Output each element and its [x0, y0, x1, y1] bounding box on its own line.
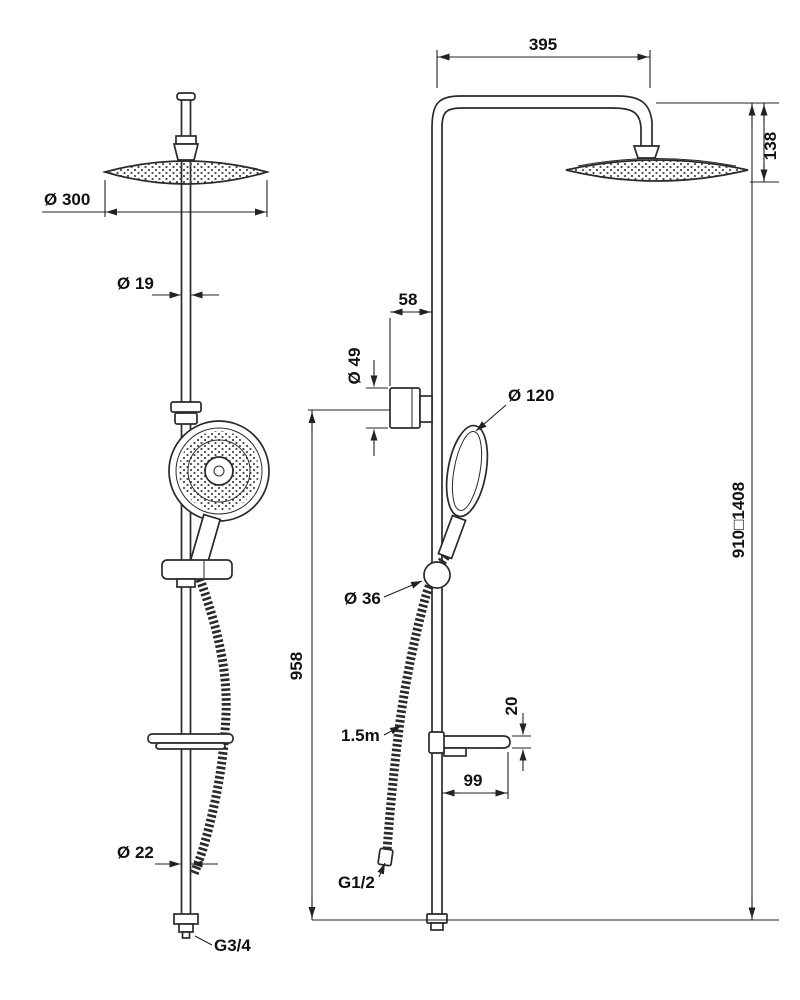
slider-bracket-front [161, 559, 233, 588]
soap-shelf-side [428, 731, 511, 757]
dim-shelf-depth-label: 99 [464, 771, 483, 790]
dim-hose-length-label: 1.5m [341, 726, 380, 745]
shower-hose-front [189, 577, 231, 876]
dim-head-drop-label: 138 [761, 132, 780, 160]
dim-rail-height: 958 [287, 409, 390, 920]
dim-valve-diameter: Ø 49 [345, 348, 388, 456]
dim-hand-shower-diameter-label: Ø 120 [508, 386, 554, 405]
dim-valve-diameter-label: Ø 49 [345, 348, 364, 385]
dim-valve-offset: 58 [389, 290, 432, 386]
dim-hose-thread: G1/2 [338, 862, 386, 892]
dim-inlet-diameter: Ø 22 [117, 843, 218, 868]
bottom-fitting-side [426, 913, 448, 931]
dim-head-drop: 138 [656, 102, 780, 183]
hand-shower-side [437, 424, 489, 560]
dim-shelf-thickness: 20 [502, 697, 531, 771]
dim-total-height-range: 910□1408 [312, 103, 779, 921]
hand-shower-handle-front [189, 513, 222, 566]
riser-pipe-side [431, 95, 653, 914]
dim-bottom-thread-label: G3/4 [214, 936, 251, 955]
dim-head-diameter: Ø 300 [42, 180, 268, 217]
dim-shelf-thickness-label: 20 [502, 697, 521, 716]
dim-slider-diameter: Ø 36 [344, 580, 423, 608]
soap-shelf-front [147, 733, 234, 750]
head-connector-front [172, 135, 200, 161]
bottom-fitting-front [173, 913, 199, 939]
dim-rail-height-label: 958 [287, 652, 306, 680]
overhead-shower-front [101, 160, 271, 185]
dimensions: Ø 300 Ø 19 Ø 22 G3/4 395 [42, 35, 780, 955]
hand-shower-handle-side [437, 514, 467, 560]
overhead-shower-side [565, 158, 749, 182]
hose-end-connector-side [377, 847, 394, 867]
slider-knob-side [423, 561, 451, 589]
dim-bottom-thread: G3/4 [194, 935, 251, 955]
diverter-valve-side [389, 387, 433, 429]
dim-total-height-range-label: 910□1408 [729, 482, 748, 558]
front-view [101, 92, 271, 939]
dim-hose-length: 1.5m [341, 725, 402, 745]
dim-hand-shower-diameter: Ø 120 [475, 386, 554, 432]
head-connector-side [632, 145, 661, 159]
dim-pipe-diameter: Ø 19 [117, 274, 219, 299]
dim-top-width-label: 395 [529, 35, 557, 54]
dim-valve-offset-label: 58 [399, 290, 418, 309]
hand-shower-front [168, 420, 270, 566]
dim-hose-thread-label: G1/2 [338, 873, 375, 892]
shower-hose-side [382, 553, 450, 852]
hand-shower-mount-front [170, 401, 202, 425]
dim-inlet-diameter-label: Ø 22 [117, 843, 154, 862]
side-view [377, 95, 749, 931]
dim-slider-diameter-label: Ø 36 [344, 589, 381, 608]
dim-head-diameter-label: Ø 300 [44, 190, 90, 209]
dim-pipe-diameter-label: Ø 19 [117, 274, 154, 293]
dim-top-width: 395 [436, 35, 651, 88]
dim-shelf-depth: 99 [442, 752, 509, 799]
